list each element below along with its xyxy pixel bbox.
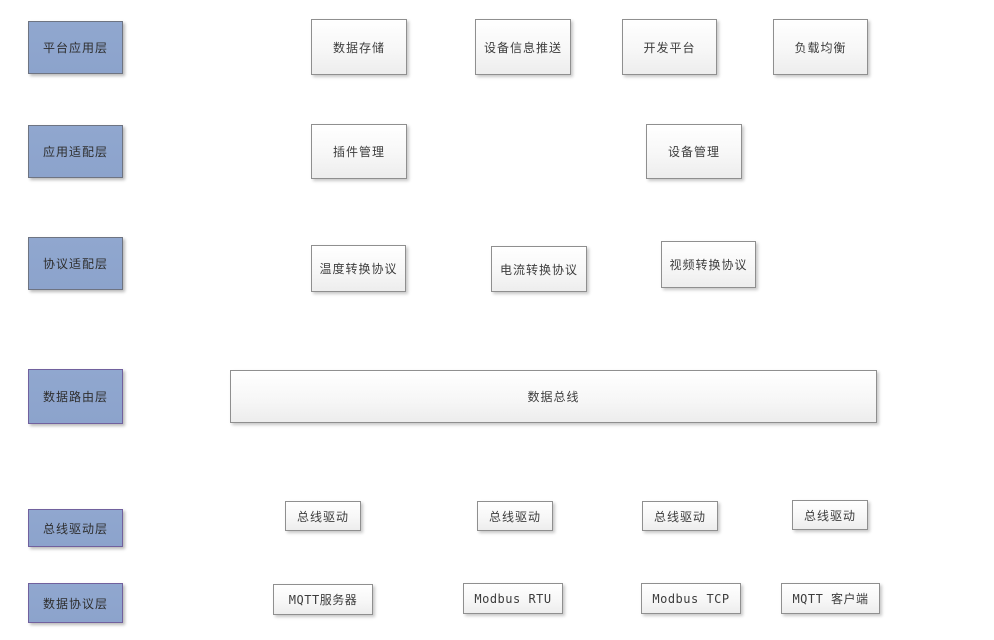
node-modbus-rtu: Modbus RTU xyxy=(463,583,563,614)
node-bus-driver-3: 总线驱动 xyxy=(642,501,718,531)
node-mqtt-client: MQTT 客户端 xyxy=(781,583,880,614)
node-dev-platform: 开发平台 xyxy=(622,19,717,75)
node-load-balance: 负载均衡 xyxy=(773,19,868,75)
layer-data-protocol: 数据协议层 xyxy=(28,583,123,623)
node-plugin-management: 插件管理 xyxy=(311,124,407,179)
node-current-protocol: 电流转换协议 xyxy=(491,246,587,292)
node-modbus-tcp: Modbus TCP xyxy=(641,583,741,614)
node-video-protocol: 视频转换协议 xyxy=(661,241,756,288)
layer-app-adaptation: 应用适配层 xyxy=(28,125,123,178)
node-bus-driver-1: 总线驱动 xyxy=(285,501,361,531)
node-data-storage: 数据存储 xyxy=(311,19,407,75)
layer-bus-driver: 总线驱动层 xyxy=(28,509,123,547)
node-mqtt-server: MQTT服务器 xyxy=(273,584,373,615)
node-temperature-protocol: 温度转换协议 xyxy=(311,245,406,292)
layer-platform-application: 平台应用层 xyxy=(28,21,123,74)
node-device-management: 设备管理 xyxy=(646,124,742,179)
layer-protocol-adaptation: 协议适配层 xyxy=(28,237,123,290)
node-device-info-push: 设备信息推送 xyxy=(475,19,571,75)
node-data-bus: 数据总线 xyxy=(230,370,877,423)
node-bus-driver-4: 总线驱动 xyxy=(792,500,868,530)
node-bus-driver-2: 总线驱动 xyxy=(477,501,553,531)
layer-data-routing: 数据路由层 xyxy=(28,369,123,424)
